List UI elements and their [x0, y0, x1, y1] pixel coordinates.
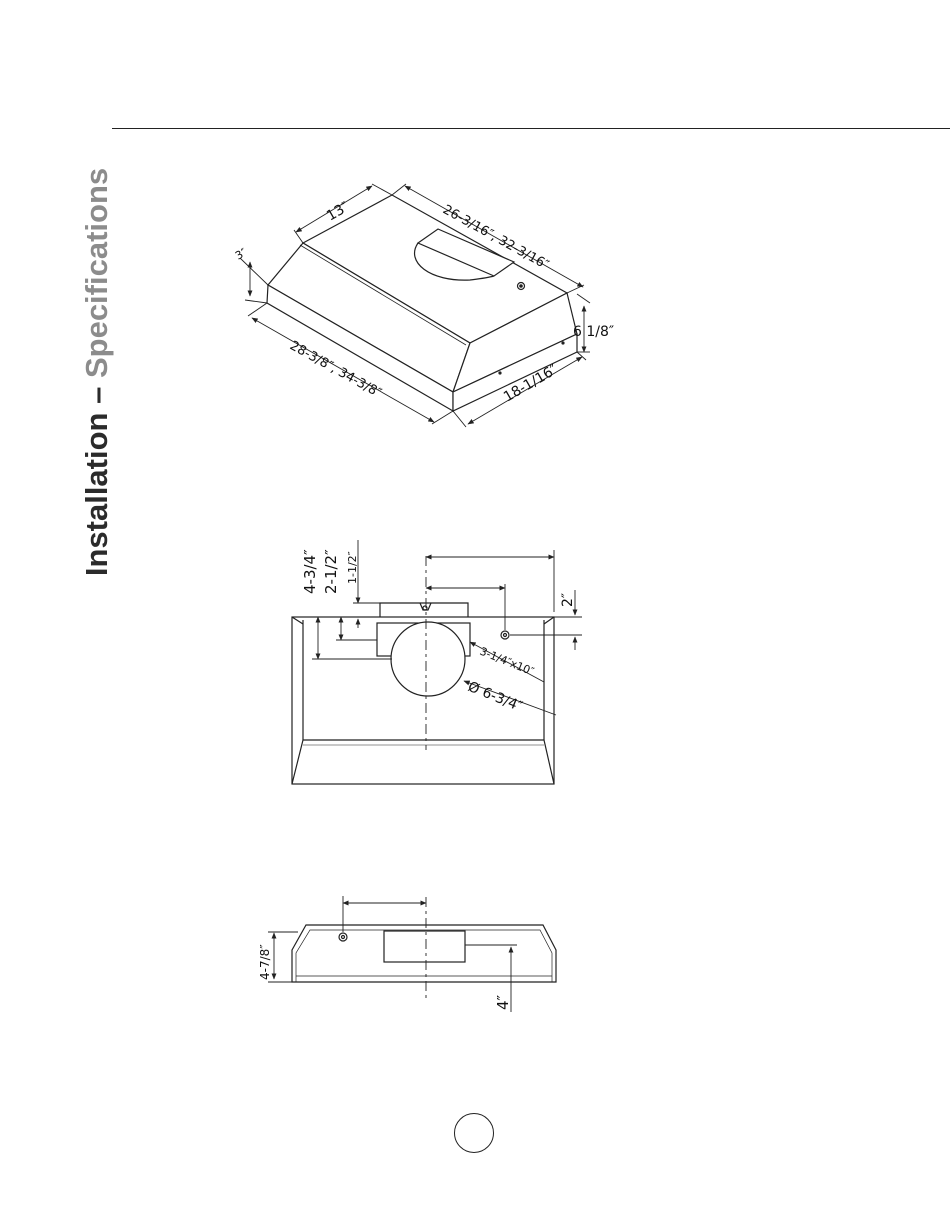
top-view-electrical-knockout [501, 631, 509, 639]
top-view-duct-round [391, 622, 465, 696]
top-view-dim-c: 1-1/2″ [346, 551, 359, 584]
top-view-dim-right: 2″ [560, 593, 576, 607]
top-view-duct-rect-label: 3-1/4″x10″ [478, 645, 536, 679]
back-view-dim-bottom: 4″ [494, 994, 512, 1010]
back-view-duct-rect [384, 931, 465, 962]
back-view-knockout [339, 933, 347, 941]
iso-dim-height-right: 6 1/8″ [573, 324, 614, 340]
page-number [454, 1113, 494, 1153]
top-view-duct-round-label: Ø 6-3/4″ [466, 679, 525, 715]
back-view [292, 897, 556, 998]
top-view-dim-a: 4-3/4″ [301, 549, 319, 594]
back-view-dim-left: 4-7/8″ [258, 944, 272, 980]
iso-dim-front-edge: 3″ [233, 246, 249, 263]
top-view-dim-b: 2-1/2″ [322, 549, 340, 594]
